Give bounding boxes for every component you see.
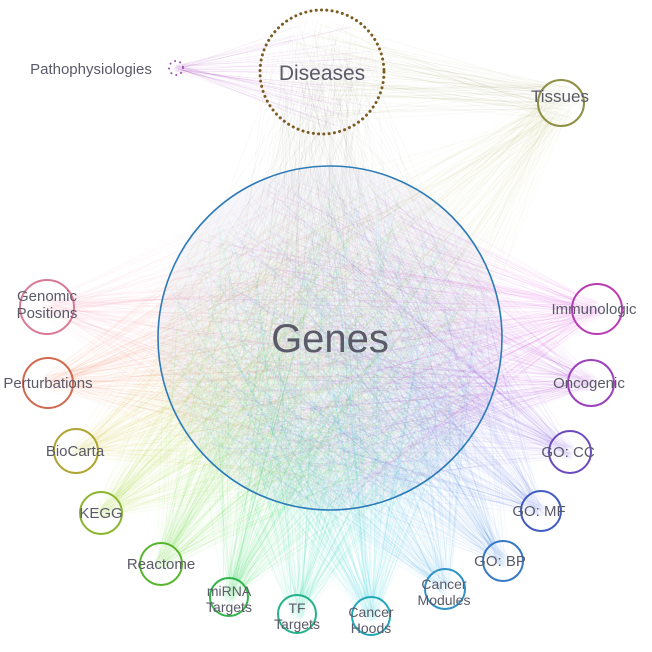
bundle-pathophysiologies-to-diseases <box>172 25 376 129</box>
node-oncogenic[interactable] <box>567 359 615 407</box>
node-kegg[interactable] <box>79 491 123 535</box>
bundle-cancer-hoods-to-genes <box>168 178 495 623</box>
node-perturbations[interactable] <box>22 357 74 409</box>
node-immunologic[interactable] <box>571 283 623 335</box>
bundle-tissues-to-genes <box>164 86 578 505</box>
node-go-mf[interactable] <box>520 490 562 532</box>
bundle-kegg-to-genes <box>93 191 482 521</box>
bundle-diseases-to-tissues <box>275 21 583 124</box>
bundle-reactome-to-genes <box>153 173 487 572</box>
node-reactome[interactable] <box>139 542 183 586</box>
node-go-bp[interactable] <box>482 540 524 582</box>
edge-bundles <box>38 18 606 623</box>
bundle-genomic-positions-to-genes <box>38 174 493 499</box>
node-genomic-positions[interactable] <box>19 279 75 335</box>
node-pathophysiologies[interactable] <box>168 60 184 76</box>
bundle-mirna-targets-to-genes <box>175 173 472 604</box>
bundle-oncogenic-to-genes <box>183 177 599 486</box>
bundle-tf-targets-to-genes <box>173 182 486 621</box>
bundle-go-cc-to-genes <box>171 181 577 500</box>
genes-disc-tint <box>158 166 502 510</box>
node-genes[interactable] <box>157 165 503 511</box>
node-layer <box>19 8 623 636</box>
bundle-go-mf-to-genes <box>181 172 549 518</box>
bundle-perturbations-to-genes <box>39 182 476 501</box>
node-mirna-targets[interactable] <box>209 577 249 617</box>
node-go-cc[interactable] <box>548 430 592 474</box>
node-diseases[interactable] <box>258 8 386 136</box>
node-cancer-hoods[interactable] <box>351 596 391 636</box>
bundle-immunologic-to-genes <box>165 182 606 504</box>
node-cancer-modules[interactable] <box>424 568 466 610</box>
bundle-diseases-to-genes <box>166 18 494 505</box>
label-pathophysiologies: Pathophysiologies <box>30 61 152 78</box>
bundle-biocarta-to-genes <box>68 171 481 487</box>
bundle-cancer-modules-to-genes <box>180 174 479 596</box>
node-tissues[interactable] <box>537 79 585 127</box>
bundle-go-bp-to-genes <box>166 178 510 568</box>
node-biocarta[interactable] <box>53 428 99 474</box>
node-tf-targets[interactable] <box>277 594 317 634</box>
